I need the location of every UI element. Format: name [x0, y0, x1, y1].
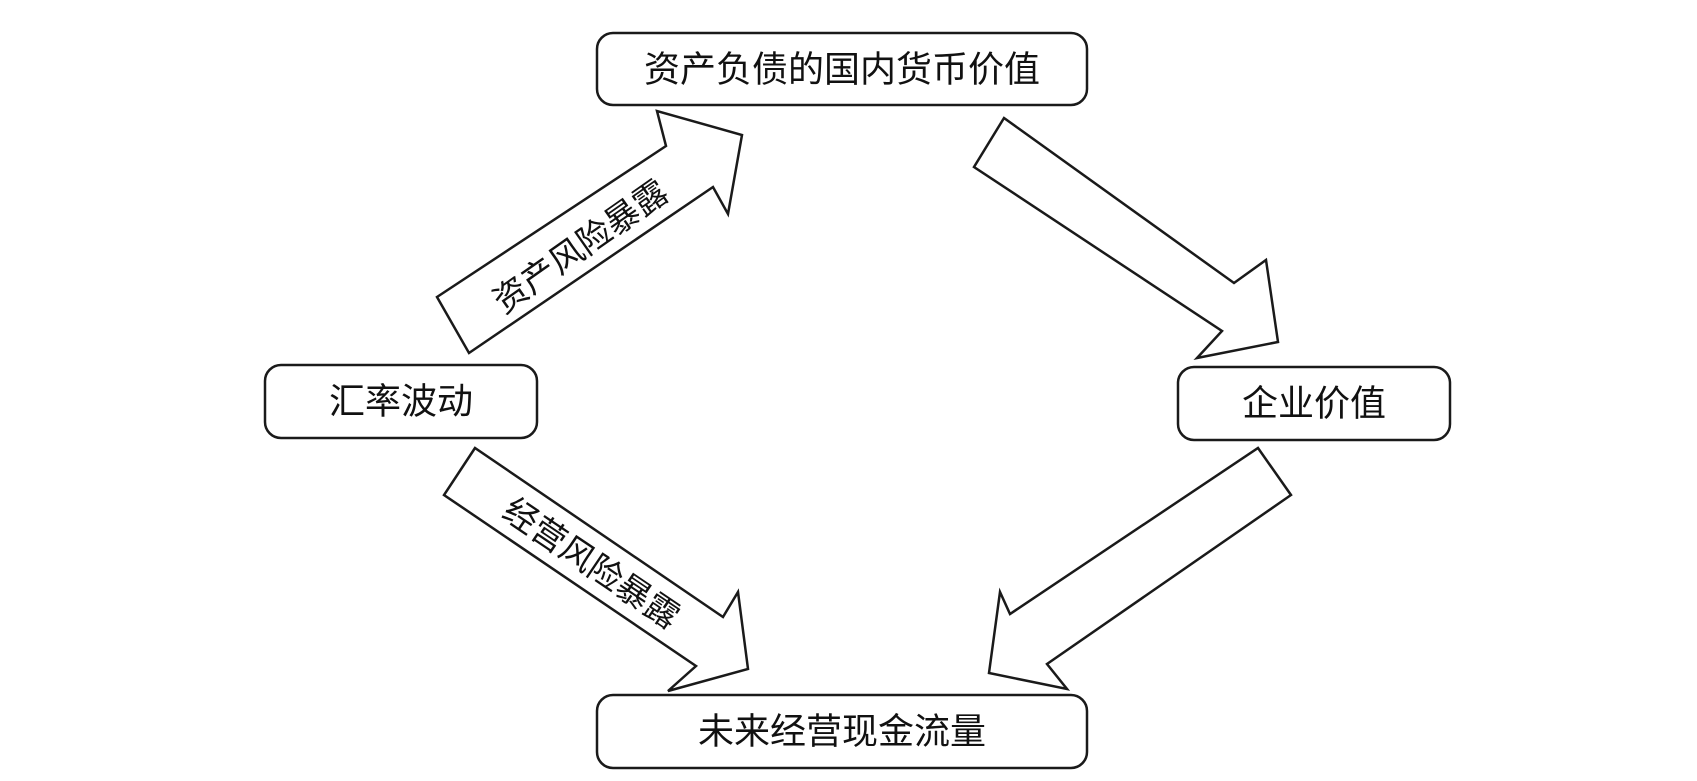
node-exchange-rate-fluctuation: 汇率波动	[263, 363, 539, 440]
node-enterprise-value: 企业价值	[1176, 365, 1452, 442]
arrow-asset-risk-exposure: 资产风险暴露	[435, 109, 744, 355]
arrow-operating-risk-exposure: 经营风险暴露	[442, 446, 750, 693]
arrow-operating-risk-exposure-label: 经营风险暴露	[495, 490, 686, 637]
node-future-operating-cashflow-label: 未来经营现金流量	[698, 712, 986, 753]
node-domestic-currency-value-label: 资产负债的国内货币价值	[644, 50, 1040, 91]
node-exchange-rate-fluctuation-label: 汇率波动	[329, 382, 473, 423]
arrow-to-enterprise-value	[972, 116, 1280, 360]
node-domestic-currency-value: 资产负债的国内货币价值	[595, 31, 1089, 107]
arrow-to-future-cashflow	[987, 446, 1293, 691]
node-enterprise-value-label: 企业价值	[1242, 384, 1386, 425]
node-future-operating-cashflow: 未来经营现金流量	[595, 693, 1089, 770]
